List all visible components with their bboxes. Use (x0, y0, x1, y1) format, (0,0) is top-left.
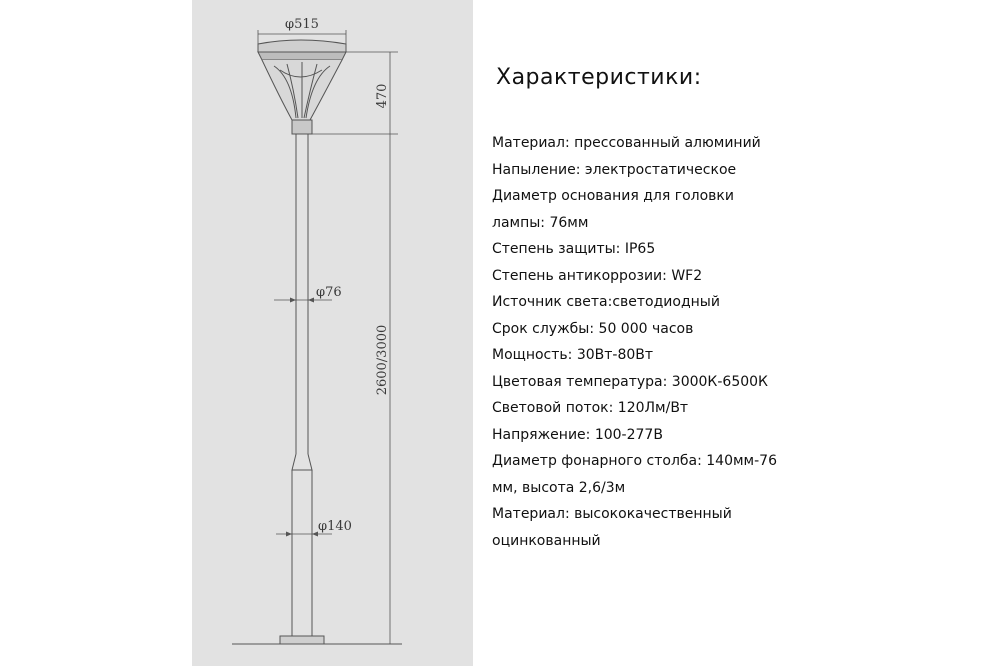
spec-line: оцинкованный (492, 532, 601, 549)
spec-line: Степень защиты: IP65 (492, 241, 656, 257)
lamp-head-neck (291, 119, 313, 135)
pole-base (279, 635, 325, 645)
spec-line: Материал: высококачественный (492, 506, 732, 522)
specifications-list: Материал: прессованный алюминий Напылени… (492, 130, 992, 554)
lamp-head-rim (257, 51, 347, 61)
dim-head-height-label: 470 (375, 84, 390, 109)
pole-transition (291, 453, 313, 471)
lamp-head-petal (273, 65, 297, 119)
spec-line: лампы: 76мм (492, 214, 589, 231)
lamp-post-drawing: φ515 470 φ76 2600/3000 φ140 (232, 17, 402, 645)
spec-line: Напряжение: 100-277В (492, 426, 663, 443)
dim-head-diameter-label: φ515 (285, 17, 319, 32)
spec-line: Диаметр фонарного столба: 140мм-76 (492, 453, 777, 469)
lamp-head-petal (286, 63, 299, 119)
spec-line: Срок службы: 50 000 часов (492, 320, 694, 337)
spec-line: мм, высота 2,6/3м (492, 479, 626, 496)
dim-pole-top-label: φ76 (316, 285, 342, 300)
spec-line: Цветовая температура: 3000К-6500К (492, 373, 768, 390)
spec-line: Диаметр основания для головки (492, 188, 734, 204)
spec-line: Световой поток: 120Лм/Вт (492, 400, 689, 416)
dim-pole-bottom-label: φ140 (318, 519, 352, 534)
lamp-head-petal (305, 65, 331, 119)
lamp-head-petal (279, 69, 323, 78)
spec-line: Напыление: электростатическое (492, 161, 737, 178)
specifications-title: Характеристики: (496, 65, 702, 90)
specifications-panel: Характеристики: Материал: прессованный а… (492, 60, 992, 554)
technical-drawing-panel: φ515 470 φ76 2600/3000 φ140 (192, 0, 473, 666)
spec-line: Степень антикоррозии: WF2 (492, 267, 703, 284)
spec-line: Мощность: 30Вт-80Вт (492, 347, 654, 363)
dim-total-height-label: 2600/3000 (375, 325, 390, 396)
spec-line: Материал: прессованный алюминий (492, 135, 761, 151)
spec-line: Источник света:светодиодный (492, 294, 720, 310)
lamp-head-petal (303, 63, 318, 119)
